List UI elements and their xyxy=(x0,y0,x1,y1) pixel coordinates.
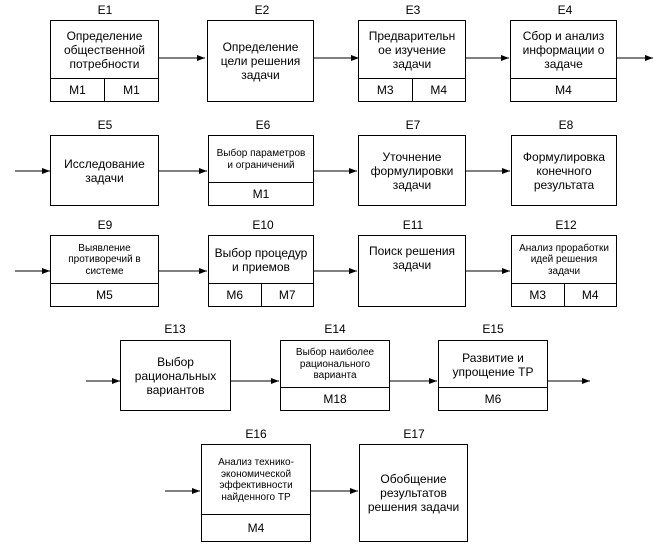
step-method-e10-1: M6 xyxy=(226,288,244,302)
step-box-e13: Выбор рациональных вариантов xyxy=(120,340,231,411)
step-method-e15-1: M6 xyxy=(484,392,502,406)
step-text-e6: Выбор параметров и ограничений xyxy=(216,148,306,171)
step-box-e16: Анализ технико-экономической эффективнос… xyxy=(201,444,311,542)
step-box-e7: Уточнение формулировки задачи xyxy=(358,135,466,206)
step-text-e4: Сбор и анализ информации о задаче xyxy=(522,29,605,71)
step-box-e5: Исследование задачи xyxy=(50,135,159,206)
step-box-e4: Сбор и анализ информации о задаче M4 xyxy=(510,20,617,102)
step-text-e14: Выбор наиболее рационального варианта xyxy=(295,347,375,382)
step-label-e16: E16 xyxy=(245,427,267,441)
step-method-e3-2: M4 xyxy=(411,79,466,101)
step-box-e17: Обобщение результатов решения задачи xyxy=(359,444,468,542)
step-method-e12-1: M3 xyxy=(529,288,547,302)
step-label-e2: E2 xyxy=(254,3,270,17)
step-label-e4: E4 xyxy=(557,3,573,17)
step-label-e9: E9 xyxy=(97,218,113,232)
step-label-e11: E11 xyxy=(402,218,424,232)
step-method-e3-1: M3 xyxy=(376,83,394,97)
step-text-e7: Уточнение формулировки задачи xyxy=(370,149,454,192)
step-method-e16-1: M4 xyxy=(247,521,265,535)
step-text-e3: Предварительн ое изучение задачи xyxy=(368,29,456,71)
step-label-e8: E8 xyxy=(558,118,574,132)
step-box-e10: Выбор процедур и приемов M6 M7 xyxy=(208,235,314,307)
step-label-e6: E6 xyxy=(255,118,271,132)
step-label-e5: E5 xyxy=(97,118,113,132)
step-text-e2: Определение цели решения задачи xyxy=(220,40,301,82)
step-box-e15: Развитие и упрощение ТР M6 xyxy=(438,340,548,411)
step-box-e9: Выявление противоречий в системе M5 xyxy=(50,235,159,307)
step-text-e17: Обобщение результатов решения задачи xyxy=(367,472,460,514)
step-text-e12: Анализ проработки идей решения задачи xyxy=(519,242,609,277)
step-label-e10: E10 xyxy=(252,218,274,232)
step-label-e7: E7 xyxy=(405,118,421,132)
step-method-e1-2: M1 xyxy=(104,79,158,101)
step-box-e12: Анализ проработки идей решения задачи M3… xyxy=(511,235,617,307)
step-method-e10-2: M7 xyxy=(260,284,314,306)
step-text-e1: Определение общественной потребности xyxy=(64,29,145,71)
step-label-e12: E12 xyxy=(555,218,577,232)
step-label-e14: E14 xyxy=(324,322,346,336)
step-text-e11: Поиск решения задачи xyxy=(368,244,456,272)
step-label-e13: E13 xyxy=(164,322,186,336)
step-label-e3: E3 xyxy=(405,3,421,17)
step-box-e2: Определение цели решения задачи xyxy=(207,20,314,102)
step-box-e11: Поиск решения задачи xyxy=(358,235,466,307)
step-text-e10: Выбор процедур и приемов xyxy=(214,246,308,274)
step-label-e15: E15 xyxy=(482,322,504,336)
step-text-e16: Анализ технико-экономической эффективнос… xyxy=(218,457,294,503)
step-method-e12-2: M4 xyxy=(563,284,617,306)
step-text-e13: Выбор рациональных вариантов xyxy=(134,354,217,397)
step-box-e14: Выбор наиболее рационального варианта M1… xyxy=(280,340,390,411)
step-box-e1: Определение общественной потребности M1 … xyxy=(50,20,159,102)
step-method-e9-1: M5 xyxy=(96,288,113,302)
step-box-e3: Предварительн ое изучение задачи M3 M4 xyxy=(358,20,466,102)
step-method-e6-1: M1 xyxy=(252,187,270,201)
step-label-e17: E17 xyxy=(403,427,425,441)
step-method-e14-1: M18 xyxy=(323,392,347,406)
step-text-e5: Исследование задачи xyxy=(64,156,145,185)
step-method-e4-1: M4 xyxy=(555,83,572,97)
step-text-e9: Выявление противоречий в системе xyxy=(68,242,141,277)
step-box-e8: Формулировка конечного результата xyxy=(511,135,617,206)
step-text-e8: Формулировка конечного результата xyxy=(522,149,606,192)
step-box-e6: Выбор параметров и ограничений M1 xyxy=(208,135,314,206)
step-label-e1: E1 xyxy=(97,3,113,17)
step-method-e1-1: M1 xyxy=(69,83,86,97)
step-text-e15: Развитие и упрощение ТР xyxy=(452,350,534,379)
